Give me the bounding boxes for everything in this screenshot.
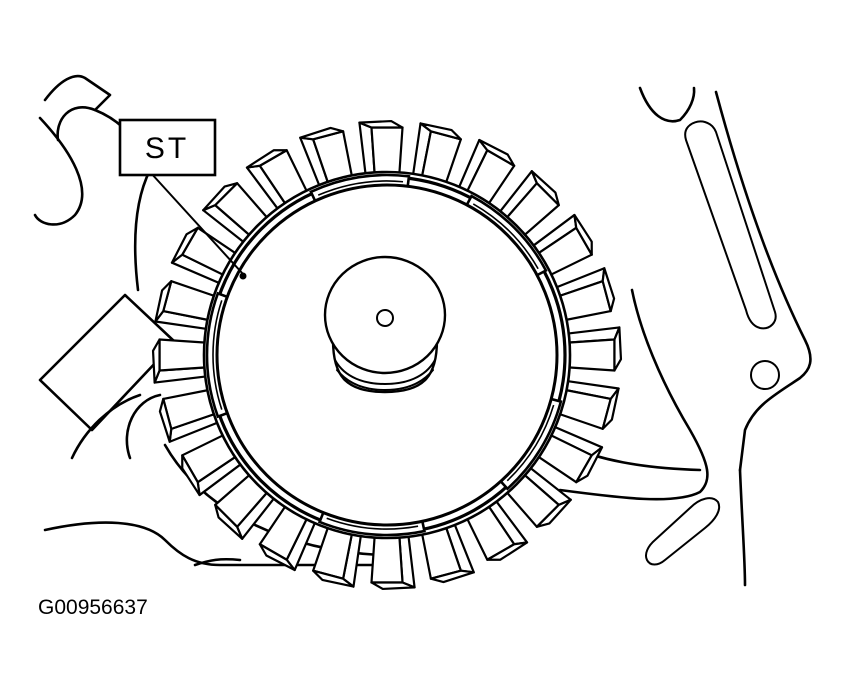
gear-tooth-cap: [486, 541, 529, 561]
gear-tooth-cap: [535, 498, 572, 528]
gear-tooth-cap: [158, 397, 173, 443]
gear-tooth-cap: [478, 138, 516, 167]
gear-tooth-cap: [181, 454, 201, 497]
gear-tooth-cap: [258, 543, 296, 572]
gear-tooth-cap: [575, 446, 604, 484]
callout-st: ST: [118, 118, 247, 280]
gear-tooth-cap: [154, 280, 173, 323]
gear-tooth-cap: [214, 503, 244, 540]
gear-tooth-cap: [151, 338, 161, 384]
gear-tooth-cap: [358, 119, 404, 129]
callout-pointer-dot: [239, 272, 247, 280]
gear-tooth-cap: [601, 387, 620, 430]
tool-clip-edge: [317, 180, 404, 196]
tool-clip-edge: [326, 517, 419, 530]
gear-tooth-cap: [299, 126, 345, 141]
gear-tooth-cap: [530, 170, 560, 207]
gear-tooth-cap: [370, 581, 416, 591]
gear-tooth-cap: [170, 226, 199, 264]
gear-tooth-cap: [573, 213, 593, 256]
callout-label: ST: [145, 132, 189, 165]
tool-clip-edge: [506, 404, 555, 482]
tool-clip-edge: [472, 203, 539, 270]
gear-tooth-cap: [312, 569, 355, 588]
callout-box: [118, 118, 217, 177]
figure-id: G00956637: [38, 596, 148, 619]
gear-tooth-cap: [419, 122, 462, 141]
tool-clip-edge: [212, 300, 223, 410]
center-hub: [323, 255, 447, 394]
gear-teeth: [151, 119, 623, 591]
gear-tooth-cap: [429, 569, 475, 584]
gear-tooth-cap: [202, 182, 239, 212]
gear-tooth-cap: [245, 149, 288, 169]
gear-tooth-cap: [613, 326, 623, 372]
gear-tooth-cap: [601, 267, 616, 313]
